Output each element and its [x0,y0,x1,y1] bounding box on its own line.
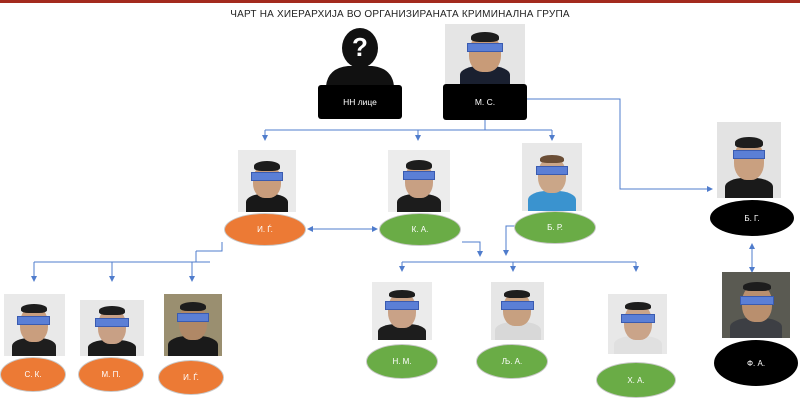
chart-title: ЧАРТ НА ХИЕРАРХИЈА ВО ОРГАНИЗИРАНАТА КРИ… [230,9,570,20]
face-blur [95,318,129,327]
face-blur [621,314,655,323]
face-blur [177,313,209,322]
photo-nm [372,282,432,340]
node-br-label: Б. Р. [514,211,596,244]
node-ha-label: Х. А. [596,362,676,398]
node-nn-label: НН лице [318,85,402,119]
node-ms-label: М. С. [443,84,527,120]
node-mp-label: М. П. [78,357,144,392]
question-mark: ? [352,32,368,62]
header-rule [0,0,800,3]
silhouette-icon [326,28,394,86]
node-nm-label: Н. М. [366,344,438,379]
face-blur [467,43,503,52]
photo-ka [388,150,450,212]
node-sk-label: С. К. [0,357,66,392]
unknown-person-silhouette: ? [320,26,400,86]
face-blur [536,166,568,175]
face-blur [385,301,419,310]
photo-ms [445,24,525,84]
node-la-label: Љ. А. [476,344,548,379]
node-ig1-label: И. Ѓ. [224,213,306,246]
photo-la [491,282,544,340]
node-bg-label: Б. Г. [710,200,794,236]
photo-ha [608,294,667,354]
face-blur [403,171,435,180]
photo-sk [4,294,65,356]
photo-fa [722,272,790,338]
photo-ig1 [238,150,296,212]
node-ig2-label: И. Ѓ. [158,360,224,395]
node-fa-label: Ф. А. [714,340,798,386]
photo-mp [80,300,144,356]
face-blur [17,316,50,325]
node-ka-label: К. А. [379,213,461,246]
photo-br [522,143,582,211]
face-blur [733,150,765,159]
face-blur [501,301,534,310]
face-blur [251,172,283,181]
face-blur [740,296,774,305]
photo-bg [717,122,781,198]
photo-ig2 [164,294,222,356]
